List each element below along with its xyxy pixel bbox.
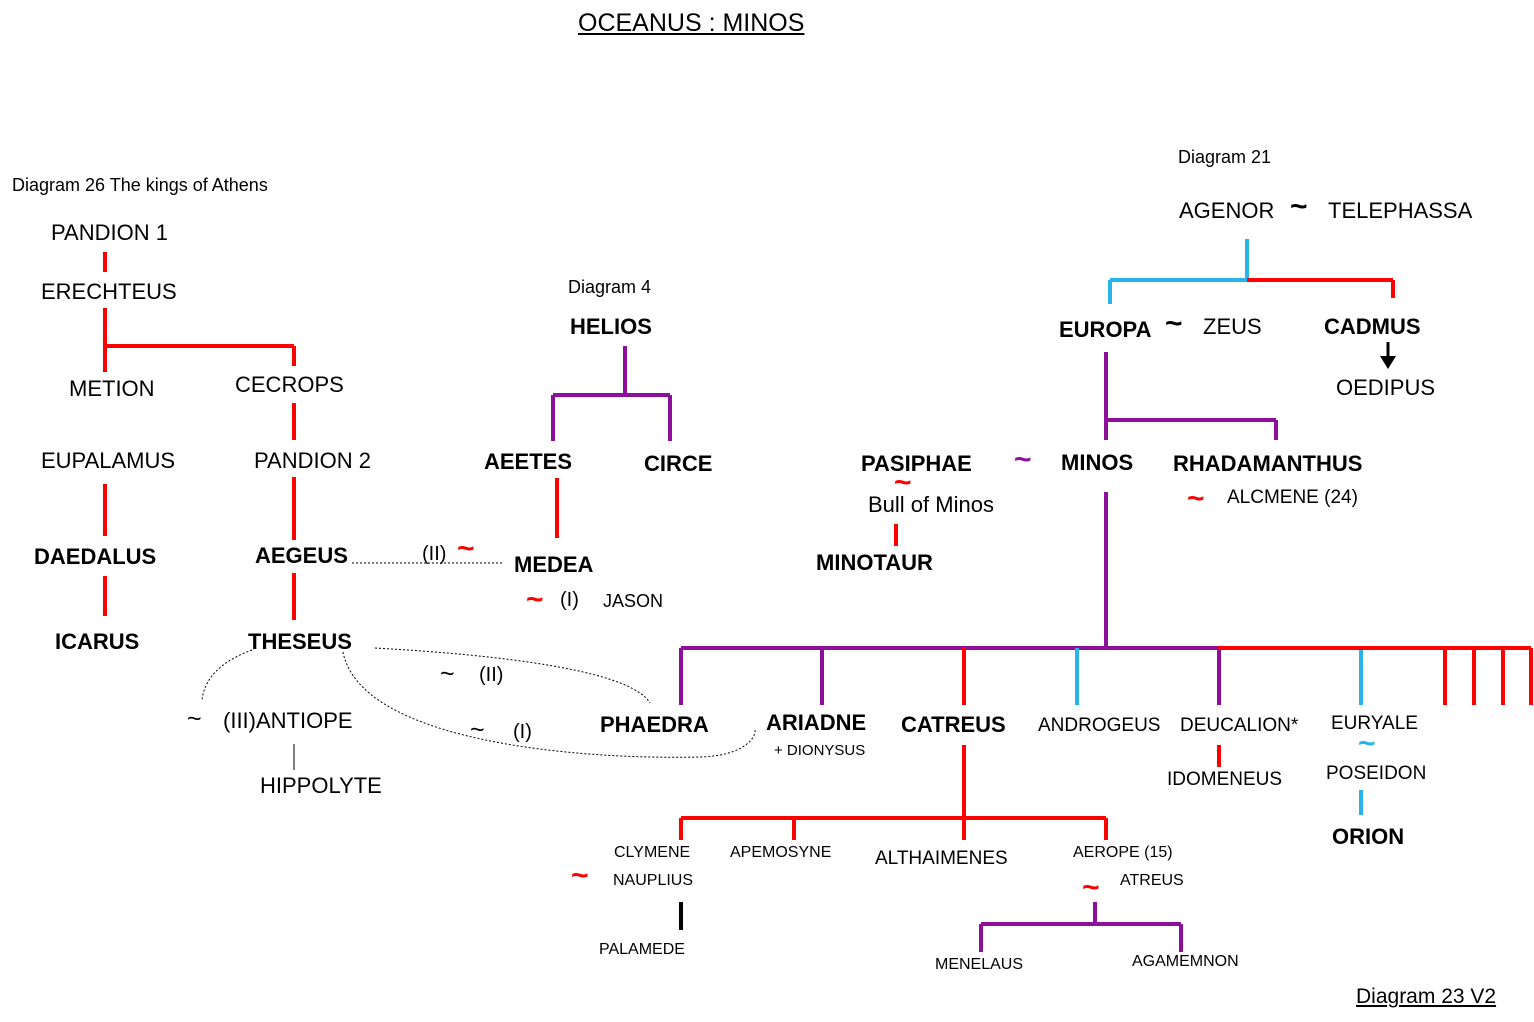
name-phaedra: PHAEDRA: [600, 712, 709, 737]
name-euryale: EURYALE: [1331, 713, 1418, 734]
marriage-order-aegeus-medea: (II): [422, 543, 447, 565]
name-theseus: THESEUS: [248, 629, 352, 654]
name-hippolyte: HIPPOLYTE: [260, 773, 382, 798]
atreus-lines: [979, 902, 1183, 952]
name-pasiphae: PASIPHAE: [861, 451, 972, 476]
name-jason: JASON: [603, 591, 664, 611]
name-agamemnon: AGAMEMNON: [1132, 953, 1239, 970]
marriage-icon: ~: [1014, 443, 1032, 476]
name-catreus: CATREUS: [901, 712, 1006, 737]
catreus-lines: [679, 745, 1108, 840]
page-title: OCEANUS : MINOS: [578, 9, 805, 37]
name-androgeus: ANDROGEUS: [1038, 715, 1161, 736]
name-zeus: ZEUS: [1203, 314, 1262, 339]
ref-kings-of-athens: Diagram 26 The kings of Athens: [12, 175, 268, 195]
name-palamede: PALAMEDE: [599, 941, 685, 958]
helios-lines: [551, 346, 672, 441]
marriage-icon: ~: [1358, 727, 1376, 760]
name-deucalion: DEUCALION*: [1180, 715, 1299, 736]
name-althaimenes: ALTHAIMENES: [875, 848, 1008, 869]
name-idomeneus: IDOMENEUS: [1167, 769, 1283, 790]
name-poseidon: POSEIDON: [1326, 763, 1427, 784]
europa-lines: [679, 352, 1278, 705]
name-antiope: (III)ANTIOPE: [223, 708, 353, 733]
name-clymene: CLYMENE: [614, 844, 691, 861]
diagram-footer: Diagram 23 V2: [1356, 985, 1497, 1008]
name-eupalamus: EUPALAMUS: [41, 448, 176, 473]
name-menelaus: MENELAUS: [935, 956, 1024, 973]
marriage-icon: ~: [1165, 307, 1183, 340]
marriage-icon: ~: [187, 705, 202, 733]
name-ariadne: ARIADNE: [766, 710, 867, 735]
name-cadmus: CADMUS: [1324, 314, 1421, 339]
name-apemosyne: APEMOSYNE: [730, 844, 832, 861]
name-pandion2: PANDION 2: [254, 448, 371, 473]
name-helios: HELIOS: [570, 314, 652, 339]
name-daedalus: DAEDALUS: [34, 544, 157, 569]
name-agenor: AGENOR: [1179, 198, 1275, 223]
marriage-order-theseus-ariadne: (I): [513, 721, 532, 743]
marriage-icon: ~: [894, 466, 912, 499]
name-aegeus: AEGEUS: [255, 543, 348, 568]
marriage-icon: ~: [571, 859, 589, 892]
name-erechteus: ERECHTEUS: [41, 279, 177, 304]
marriage-icon: ~: [526, 583, 544, 616]
marriage-icon: ~: [1082, 871, 1100, 904]
name-aerope: AEROPE (15): [1073, 844, 1173, 861]
marriage-icon: ~: [470, 716, 485, 744]
name-nauplius: NAUPLIUS: [613, 872, 694, 889]
name-alcmene: ALCMENE (24): [1227, 487, 1358, 508]
name-pandion1: PANDION 1: [51, 220, 168, 245]
athens-lines: [103, 252, 296, 620]
name-cecrops: CECROPS: [235, 372, 344, 397]
name-oedipus: OEDIPUS: [1336, 375, 1436, 400]
marriage-icon: ~: [457, 532, 475, 565]
ref-diagram-21: Diagram 21: [1178, 147, 1272, 167]
marriage-icon: ~: [440, 660, 455, 688]
name-circe: CIRCE: [644, 451, 713, 476]
marriage-order-medea-jason: (I): [560, 589, 579, 611]
name-europa: EUROPA: [1059, 317, 1152, 342]
marriage-icon: ~: [1290, 190, 1308, 223]
name-atreus: ATREUS: [1120, 872, 1184, 889]
name-orion: ORION: [1332, 824, 1405, 849]
name-rhadamanthus: RHADAMANTHUS: [1173, 451, 1363, 476]
name-minotaur: MINOTAUR: [816, 550, 933, 575]
name-icarus: ICARUS: [55, 629, 140, 654]
marriage-order-theseus-phaedra: (II): [479, 664, 504, 686]
ref-diagram-4: Diagram 4: [568, 277, 652, 297]
name-dionysus: + DIONYSUS: [774, 742, 866, 759]
name-medea: MEDEA: [514, 552, 594, 577]
marriage-icon: ~: [1187, 482, 1205, 515]
name-bull-of-minos: Bull of Minos: [868, 492, 994, 517]
name-telephassa: TELEPHASSA: [1328, 198, 1473, 223]
name-minos: MINOS: [1061, 450, 1134, 475]
name-metion: METION: [69, 376, 155, 401]
name-aeetes: AEETES: [484, 449, 573, 474]
